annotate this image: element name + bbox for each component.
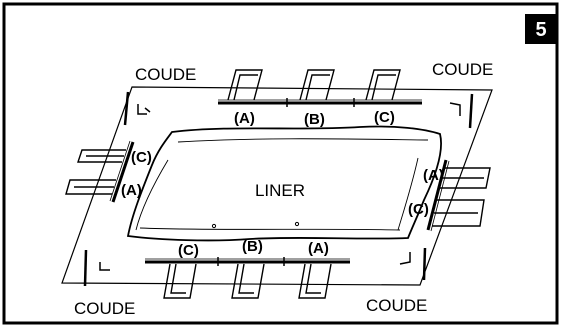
corner-bottom-left <box>83 249 110 287</box>
step-badge-box <box>525 14 557 44</box>
top-part-c-label: (C) <box>374 109 395 126</box>
liner-wrinkles <box>135 138 429 231</box>
right-part-a-label: (A) <box>423 167 444 184</box>
bottom-part-a-label: (A) <box>308 240 329 257</box>
coude-label-top-left: COUDE <box>135 65 196 84</box>
right-rail-bar <box>426 159 448 231</box>
corner-bottom-right <box>399 247 427 281</box>
top-part-a-label: (A) <box>234 110 255 127</box>
left-rail-bar <box>111 141 135 203</box>
bottom-leg-b <box>231 263 265 299</box>
coude-label-top-right: COUDE <box>432 60 493 79</box>
leg-post-top-left <box>123 91 130 126</box>
coude-elbow-top-right <box>449 102 461 116</box>
liner-hole-1 <box>211 223 217 229</box>
liner: LINER <box>126 125 442 242</box>
top-leg-b <box>299 69 335 101</box>
right-leg-c <box>432 199 485 227</box>
right-part-c-label: (C) <box>408 201 429 218</box>
left-leg-a <box>65 179 116 195</box>
coude-elbow-bottom-left <box>99 262 110 271</box>
top-leg-a <box>227 69 263 101</box>
right-rail-bar-edge <box>430 160 450 232</box>
liner-outline <box>126 125 442 242</box>
corner-top-right <box>449 93 474 129</box>
coude-label-bottom-right: COUDE <box>366 296 427 315</box>
liner-label: LINER <box>255 181 305 200</box>
right-rail-group <box>426 159 491 232</box>
left-rail-group <box>65 140 135 203</box>
left-part-c-label: (C) <box>131 149 152 166</box>
bottom-part-b-label: (B) <box>242 238 263 255</box>
coude-label-bottom-left: COUDE <box>74 299 135 318</box>
bottom-rail-group <box>145 257 350 299</box>
top-part-b-label: (B) <box>304 111 325 128</box>
left-part-a-label: (A) <box>121 182 142 199</box>
bottom-part-c-label: (C) <box>178 242 199 259</box>
coude-elbow-top-left <box>137 104 151 115</box>
leg-post-top-right <box>468 93 474 129</box>
corner-top-left <box>123 91 151 126</box>
leg-post-bottom-right <box>422 247 427 281</box>
step-badge: 5 <box>525 14 557 44</box>
right-leg-a <box>440 167 491 189</box>
coude-elbow-bottom-right <box>399 252 411 265</box>
left-leg-c <box>77 149 126 163</box>
bottom-leg-c <box>163 263 197 299</box>
top-leg-c <box>365 69 401 101</box>
bottom-leg-a <box>298 263 332 299</box>
leg-post-bottom-left <box>83 249 88 287</box>
top-rail-group <box>218 69 422 107</box>
liner-hole-2 <box>294 221 300 227</box>
left-rail-bar-edge <box>109 140 131 202</box>
ground-sheet <box>61 86 493 286</box>
step-number: 5 <box>535 19 546 41</box>
